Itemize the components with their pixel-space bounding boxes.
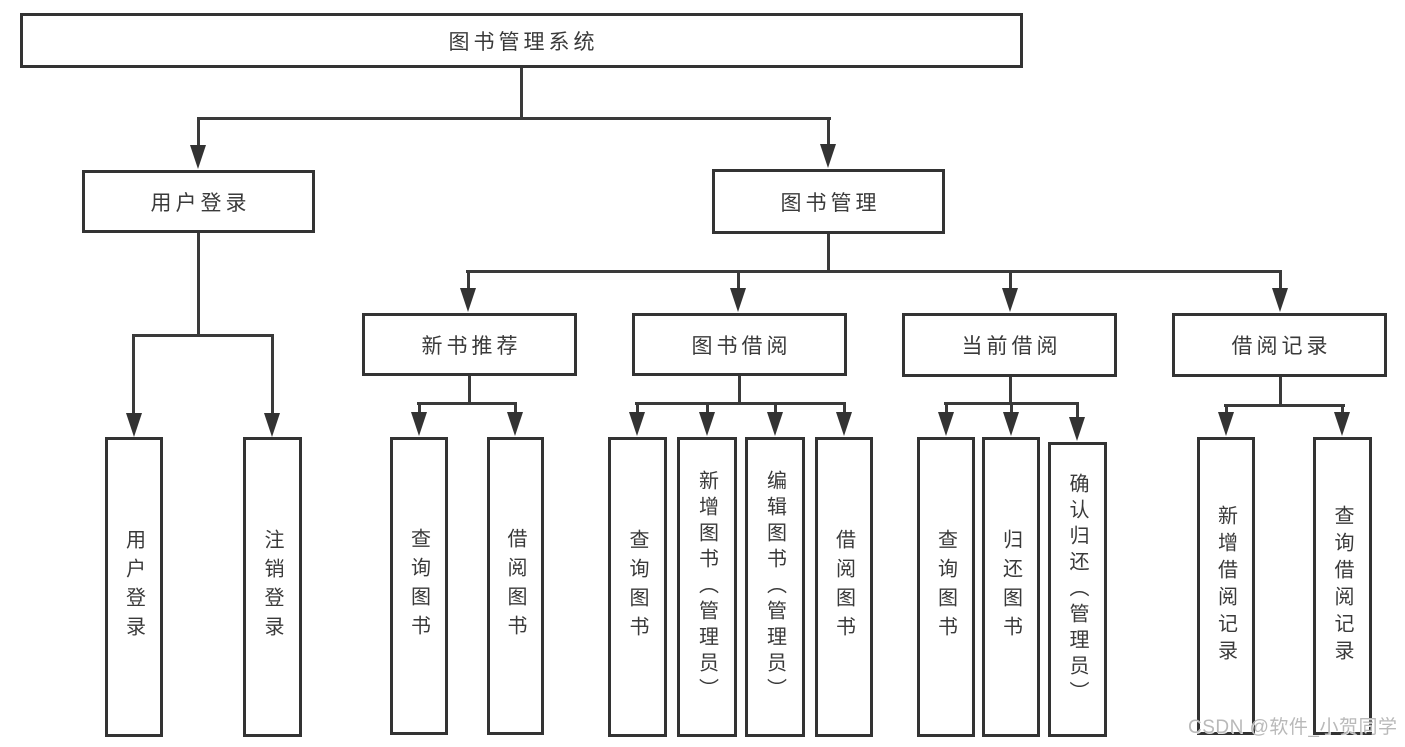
node-leaf-query-books-1: 查询图书 bbox=[390, 437, 448, 735]
arrow-down-icon bbox=[836, 412, 852, 436]
node-leaf-edit-books-label: 编辑图书（管理员） bbox=[763, 470, 786, 704]
node-new-book-recommend: 新书推荐 bbox=[362, 313, 577, 376]
connector-line bbox=[636, 402, 639, 416]
arrow-down-icon bbox=[1272, 288, 1288, 312]
node-book-borrowing: 图书借阅 bbox=[632, 313, 847, 376]
connector-line bbox=[197, 117, 200, 147]
node-root-label: 图书管理系统 bbox=[448, 30, 599, 54]
arrow-down-icon bbox=[190, 145, 206, 169]
node-book-borrowing-label: 图书借阅 bbox=[691, 334, 792, 358]
connector-line bbox=[1009, 270, 1012, 292]
arrow-down-icon bbox=[507, 412, 523, 436]
connector-line bbox=[1279, 377, 1282, 406]
arrow-down-icon bbox=[730, 288, 746, 312]
connector-line bbox=[132, 334, 135, 416]
connector-line bbox=[514, 402, 517, 416]
node-leaf-query-books-2: 查询图书 bbox=[608, 437, 667, 737]
connector-line bbox=[1009, 377, 1012, 405]
node-leaf-query-borrow-record-label: 查询借阅记录 bbox=[1331, 505, 1353, 667]
connector-line bbox=[635, 402, 846, 405]
node-leaf-user-login: 用户登录 bbox=[105, 437, 163, 737]
arrow-down-icon bbox=[1218, 412, 1234, 436]
connector-line bbox=[417, 402, 517, 405]
connector-line bbox=[1341, 404, 1344, 416]
connector-line bbox=[466, 270, 1282, 273]
connector-line bbox=[774, 402, 777, 416]
connector-line bbox=[706, 402, 709, 416]
connector-line bbox=[1224, 404, 1345, 407]
connector-line bbox=[1010, 402, 1013, 416]
node-leaf-logout: 注销登录 bbox=[243, 437, 302, 737]
node-leaf-add-borrow-record: 新增借阅记录 bbox=[1197, 437, 1255, 735]
connector-line bbox=[418, 402, 421, 416]
connector-line bbox=[197, 233, 200, 336]
arrow-down-icon bbox=[264, 413, 280, 437]
connector-line bbox=[827, 117, 830, 147]
arrow-down-icon bbox=[1069, 417, 1085, 441]
connector-line bbox=[132, 334, 274, 337]
connector-line bbox=[467, 270, 470, 292]
arrow-down-icon bbox=[699, 412, 715, 436]
node-leaf-return-books: 归还图书 bbox=[982, 437, 1040, 737]
node-leaf-borrow-books-1-label: 借阅图书 bbox=[504, 528, 526, 644]
connector-line bbox=[520, 68, 523, 118]
connector-line bbox=[1279, 270, 1282, 292]
arrow-down-icon bbox=[411, 412, 427, 436]
connector-line bbox=[468, 376, 471, 405]
arrow-down-icon bbox=[460, 288, 476, 312]
node-borrowing-records: 借阅记录 bbox=[1172, 313, 1387, 377]
node-user-login-label: 用户登录 bbox=[150, 191, 251, 215]
node-leaf-borrow-books-2-label: 借阅图书 bbox=[832, 529, 855, 645]
node-leaf-query-books-3: 查询图书 bbox=[917, 437, 975, 737]
node-leaf-user-login-label: 用户登录 bbox=[122, 529, 145, 645]
watermark: CSDN @软件_小贺同学 bbox=[1188, 717, 1398, 738]
connector-line bbox=[197, 117, 831, 120]
connector-line bbox=[737, 270, 740, 292]
arrow-down-icon bbox=[1002, 288, 1018, 312]
connector-line bbox=[827, 234, 830, 273]
arrow-down-icon bbox=[767, 412, 783, 436]
connector-line bbox=[945, 402, 948, 416]
node-leaf-query-borrow-record: 查询借阅记录 bbox=[1313, 437, 1372, 735]
connector-line bbox=[1076, 402, 1079, 420]
node-leaf-logout-label: 注销登录 bbox=[261, 529, 283, 645]
node-leaf-confirm-return: 确认归还（管理员） bbox=[1048, 442, 1107, 737]
node-new-book-recommend-label: 新书推荐 bbox=[421, 334, 522, 358]
connector-line bbox=[738, 376, 741, 405]
node-leaf-query-books-3-label: 查询图书 bbox=[934, 529, 957, 645]
node-root: 图书管理系统 bbox=[20, 13, 1023, 68]
node-current-borrowing-label: 当前借阅 bbox=[961, 335, 1062, 358]
connector-line bbox=[1225, 404, 1228, 416]
arrow-down-icon bbox=[1334, 412, 1350, 436]
node-borrowing-records-label: 借阅记录 bbox=[1231, 335, 1332, 358]
node-current-borrowing: 当前借阅 bbox=[902, 313, 1117, 377]
node-book-management-label: 图书管理 bbox=[780, 191, 881, 215]
node-book-management: 图书管理 bbox=[712, 169, 945, 234]
node-leaf-edit-books: 编辑图书（管理员） bbox=[745, 437, 805, 737]
arrow-down-icon bbox=[820, 144, 836, 168]
node-leaf-return-books-label: 归还图书 bbox=[999, 529, 1022, 645]
node-leaf-query-books-2-label: 查询图书 bbox=[626, 529, 648, 645]
node-leaf-borrow-books-1: 借阅图书 bbox=[487, 437, 544, 735]
connector-line bbox=[271, 334, 274, 416]
node-leaf-borrow-books-2: 借阅图书 bbox=[815, 437, 873, 737]
node-user-login: 用户登录 bbox=[82, 170, 315, 233]
arrow-down-icon bbox=[629, 412, 645, 436]
node-leaf-add-books-label: 新增图书（管理员） bbox=[695, 470, 718, 704]
connector-line bbox=[843, 402, 846, 416]
node-leaf-add-books: 新增图书（管理员） bbox=[677, 437, 737, 737]
node-leaf-confirm-return-label: 确认归还（管理员） bbox=[1066, 472, 1088, 707]
arrow-down-icon bbox=[938, 412, 954, 436]
arrow-down-icon bbox=[1003, 412, 1019, 436]
node-leaf-query-books-1-label: 查询图书 bbox=[407, 528, 430, 644]
node-leaf-add-borrow-record-label: 新增借阅记录 bbox=[1214, 505, 1237, 667]
arrow-down-icon bbox=[126, 413, 142, 437]
